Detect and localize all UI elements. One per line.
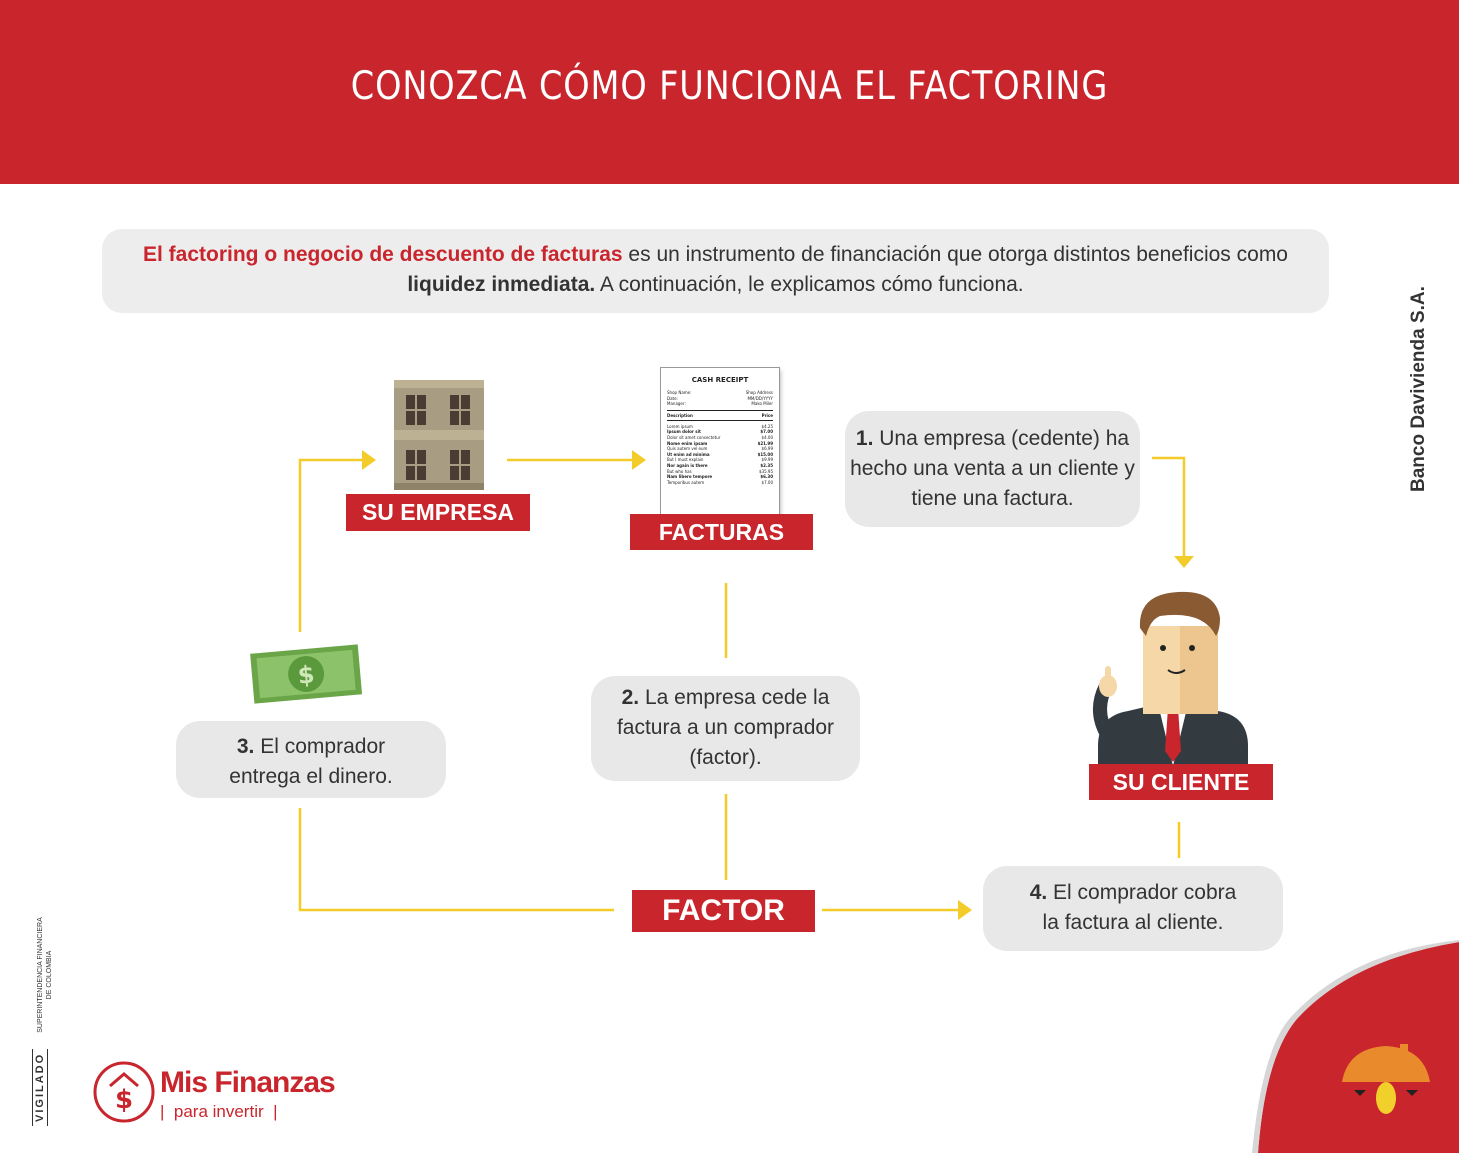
receipt-item-value: $4.25 (761, 423, 773, 429)
receipt-item-row: Temporibus autem $7.00 (667, 480, 773, 486)
receipt-item-value: $7.00 (761, 479, 773, 485)
receipt-meta-label: Date: (667, 395, 678, 401)
receipt-item-row: Nam libero tempore $6.30 (667, 474, 773, 480)
receipt-meta-row: Shop Name: Shop Address (667, 390, 773, 396)
step-2-number: 2. (621, 686, 640, 709)
receipt-item-value: $7.00 (760, 429, 773, 435)
receipt-item-label: Nam libero tempore (667, 474, 713, 480)
step-2-bubble: 2. La empresa cede la factura a un compr… (591, 676, 860, 781)
receipt-item-row: Lorem ipsum $4.25 (667, 424, 773, 430)
side-credit: Banco Davivienda S.A. (1408, 286, 1429, 492)
regulator-line-2: DE COLOMBIA (46, 950, 53, 1000)
page-title: CONOZCA CÓMO FUNCIONA EL FACTORING (350, 64, 1109, 109)
step-1-text: Una empresa (cedente) ha hecho una venta… (850, 427, 1135, 510)
arrowhead-step4 (958, 900, 972, 920)
regulator-line-1: SUPERINTENDENCIA FINANCIERA (37, 917, 44, 1033)
building-icon (394, 380, 484, 490)
receipt-meta-row: Manager: Mako Miler (667, 401, 773, 407)
receipt-item-label: Ipsum dolor sit (667, 429, 701, 435)
receipt-meta-value: MM/DD/YYYY (747, 395, 773, 401)
connector-money-to-empresa (298, 458, 362, 632)
arrowhead-cliente (1174, 556, 1194, 568)
intro-text-1: es un instrumento de financiación que ot… (622, 243, 1288, 266)
step-3-bubble: 3. El comprador entrega el dinero. (176, 721, 446, 798)
receipt-item-label: But who has (667, 468, 692, 474)
receipt-item-label: Temporibus autem (667, 479, 705, 485)
receipt-meta-label: Manager: (667, 401, 686, 407)
vigilado-label: VIGILADO (32, 1048, 48, 1126)
brand-tagline-text: para invertir (173, 1102, 264, 1121)
receipt-item-label: Dolor sit amet consectetur (667, 434, 721, 440)
money-bill-icon: $ (250, 644, 363, 704)
dollar-circle-icon: $ (93, 1061, 155, 1123)
receipt-item-label: Ut enim ad minima (667, 451, 710, 457)
receipt-item-value: $4.00 (761, 434, 773, 440)
receipt-header-row: Description Price (667, 413, 773, 418)
step-4-bubble: 4. El comprador cobra la factura al clie… (983, 866, 1283, 951)
receipt-item-label: Nor again is there (667, 462, 708, 468)
brand-logo-text: Mis Finanzas | para invertir | (160, 1066, 336, 1122)
receipt-item-label: Nome enim ipsam (667, 440, 708, 446)
receipt-title: CASH RECEIPT (691, 376, 749, 384)
receipt-item-value: $15.00 (757, 451, 773, 457)
arrowhead-empresa (362, 450, 376, 470)
label-su-cliente: SU CLIENTE (1089, 764, 1273, 800)
receipt-item-row: Ut enim ad minima $15.00 (667, 452, 773, 458)
arrowhead-facturas (632, 450, 646, 470)
receipt-meta-value: Mako Miler (751, 401, 773, 407)
businessman-icon (1093, 591, 1248, 766)
header-banner (0, 0, 1459, 184)
regulator-label: SUPERINTENDENCIA FINANCIERA DE COLOMBIA (36, 910, 54, 1040)
step-2-text: La empresa cede la factura a un comprado… (616, 686, 835, 769)
receipt-item-label: Lorem ipsum (667, 423, 693, 429)
receipt-item-row: Ipsum dolor sit $7.00 (667, 429, 773, 435)
brand-name: Mis Finanzas (160, 1066, 336, 1099)
receipt-item-row: Dolor sit amet consectetur $4.00 (667, 435, 773, 441)
label-facturas: FACTURAS (630, 514, 813, 550)
receipt-item-row: Nome enim ipsam $21.99 (667, 441, 773, 447)
receipt-item-value: $9.99 (761, 457, 773, 463)
step-1-bubble: 1. Una empresa (cedente) ha hecho una ve… (845, 411, 1140, 527)
step-4-text: El comprador cobra la factura al cliente… (1042, 881, 1237, 934)
intro-text-2: A continuación, le explicamos cómo funci… (595, 273, 1024, 296)
connector-step1-to-cliente (1152, 456, 1186, 556)
label-su-empresa: SU EMPRESA (346, 494, 530, 531)
receipt-meta-value: Shop Address (745, 390, 773, 395)
dollar-sign: $ (297, 660, 316, 689)
step-3-number: 3. (236, 735, 255, 758)
connector-step3-to-factor (298, 808, 614, 912)
receipt-item-row: Quis autem vel eum $6.99 (667, 446, 773, 452)
intro-highlight: El factoring o negocio de descuento de f… (143, 243, 623, 266)
intro-bold: liquidez inmediata. (407, 273, 596, 296)
step-4-number: 4. (1029, 881, 1048, 904)
step-1-number: 1. (855, 427, 874, 450)
receipt-item-row: But who has $35.95 (667, 469, 773, 475)
label-factor: FACTOR (632, 890, 815, 932)
intro-box: El factoring o negocio de descuento de f… (102, 229, 1329, 313)
receipt-meta-label: Shop Name: (667, 390, 692, 395)
step-3-text: El comprador entrega el dinero. (229, 735, 393, 788)
receipt-item-value: $6.30 (760, 474, 773, 480)
receipt-item-value: $35.95 (759, 468, 773, 474)
house-logo-icon (1342, 1044, 1430, 1118)
receipt-col-price: Price (761, 412, 773, 418)
receipt-item-label: Quis autem vel eum (667, 446, 708, 452)
brand-tagline: | para invertir | (160, 1102, 278, 1121)
receipt-item-label: But I must explain (667, 457, 704, 463)
receipt-item-value: $21.99 (757, 440, 773, 446)
receipt-item-value: $2.35 (760, 462, 773, 468)
receipt-meta-row: Date: MM/DD/YYYY (667, 396, 773, 402)
receipt-item-value: $6.99 (761, 446, 773, 452)
receipt-col-desc: Description (667, 412, 693, 418)
receipt-item-row: Nor again is there $2.35 (667, 463, 773, 469)
logo-dollar-glyph: $ (115, 1085, 133, 1115)
receipt-item-row: But I must explain $9.99 (667, 457, 773, 463)
